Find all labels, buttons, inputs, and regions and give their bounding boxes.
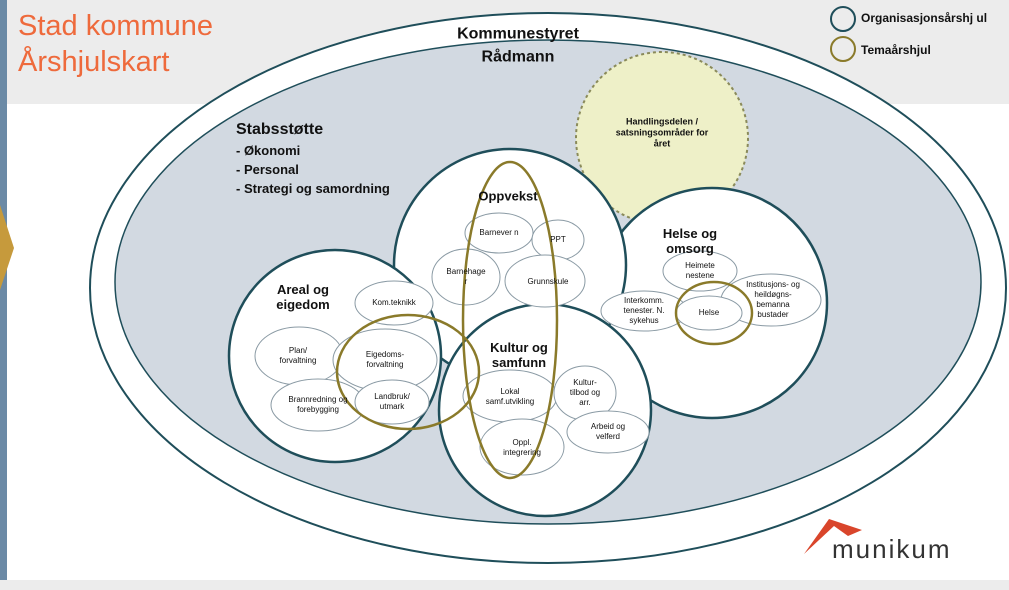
bottom-band: [0, 580, 1009, 590]
munikum-logo-icon: [804, 519, 862, 554]
stab-heading: Stabsstøtte: [236, 121, 324, 138]
barnevern-label: Barnever n: [479, 228, 519, 237]
theme-ring-helse: [674, 280, 754, 346]
institusjons-label: Institusjons- og heildøgns- bemanna bust…: [746, 280, 800, 319]
page-title-line2: Årshjulskart: [18, 46, 170, 78]
oppvekst-title: Oppvekst: [478, 188, 538, 204]
helse-sub-label: Helse: [698, 308, 720, 317]
lokal-label: Lokal samf.utvikling: [485, 387, 535, 406]
kultur-title: Kultur og samfunn: [490, 340, 548, 370]
kommunestyret-label: Kommunestyret: [457, 25, 579, 43]
interkomm-label: Interkomm. tenester. N. sykehus: [623, 296, 665, 325]
eigedoms-label: Eigedoms- forvaltning: [365, 350, 405, 369]
brannredning-label: Brannredning og forebygging: [288, 395, 348, 414]
oppl-label: Oppl. integrering: [503, 438, 541, 457]
page-title-line1: Stad kommune: [18, 10, 214, 42]
kulturtilbod-label: Kultur- tilbod og arr.: [569, 378, 601, 407]
komteknikk-label: Kom.teknikk: [372, 298, 416, 307]
barnehage-label: Barnehage r: [446, 267, 486, 286]
grunnskule-ellipse: [504, 254, 586, 308]
theme-ring-areal: [335, 313, 481, 431]
landbruk-ellipse: [354, 379, 430, 425]
theme-ring-vertical: [461, 160, 559, 480]
legend-theme-label: Temaårshjul: [861, 43, 931, 57]
plan-label: Plan/ forvaltning: [279, 346, 317, 365]
left-arrow-decor: [0, 205, 14, 290]
stab-item-personal: - Personal: [236, 162, 299, 177]
theme-legend-icon: [830, 36, 856, 62]
organisation-legend-icon: [830, 6, 856, 32]
heimetenestene-label: Heimete nestene: [685, 261, 715, 280]
grunnskule-label: Grunnskule: [527, 277, 569, 286]
legend-organisation-label: Organisasjonsårshj ul: [861, 11, 988, 25]
landbruk-label: Landbruk/ utmark: [374, 392, 410, 411]
munikum-logo-text: munikum: [832, 534, 952, 564]
barnevern-ellipse: [464, 212, 534, 254]
arbeid-label: Arbeid og velferd: [590, 422, 626, 441]
handlingsdelen-label: Handlingsdelen / satsningsområder for år…: [615, 116, 709, 149]
ppt-label: PPT: [550, 235, 566, 244]
left-decor-strip: [0, 0, 7, 590]
stab-item-okonomi: - Økonomi: [236, 143, 301, 158]
barnehage-ellipse: [431, 248, 501, 306]
radmann-label: Rådmann: [481, 48, 555, 66]
arbeid-ellipse: [566, 410, 650, 454]
stab-item-strategi: - Strategi og samordning: [236, 181, 390, 196]
areal-title: Areal og eigedom: [276, 282, 330, 312]
helse-title: Helse og omsorg: [662, 226, 718, 256]
